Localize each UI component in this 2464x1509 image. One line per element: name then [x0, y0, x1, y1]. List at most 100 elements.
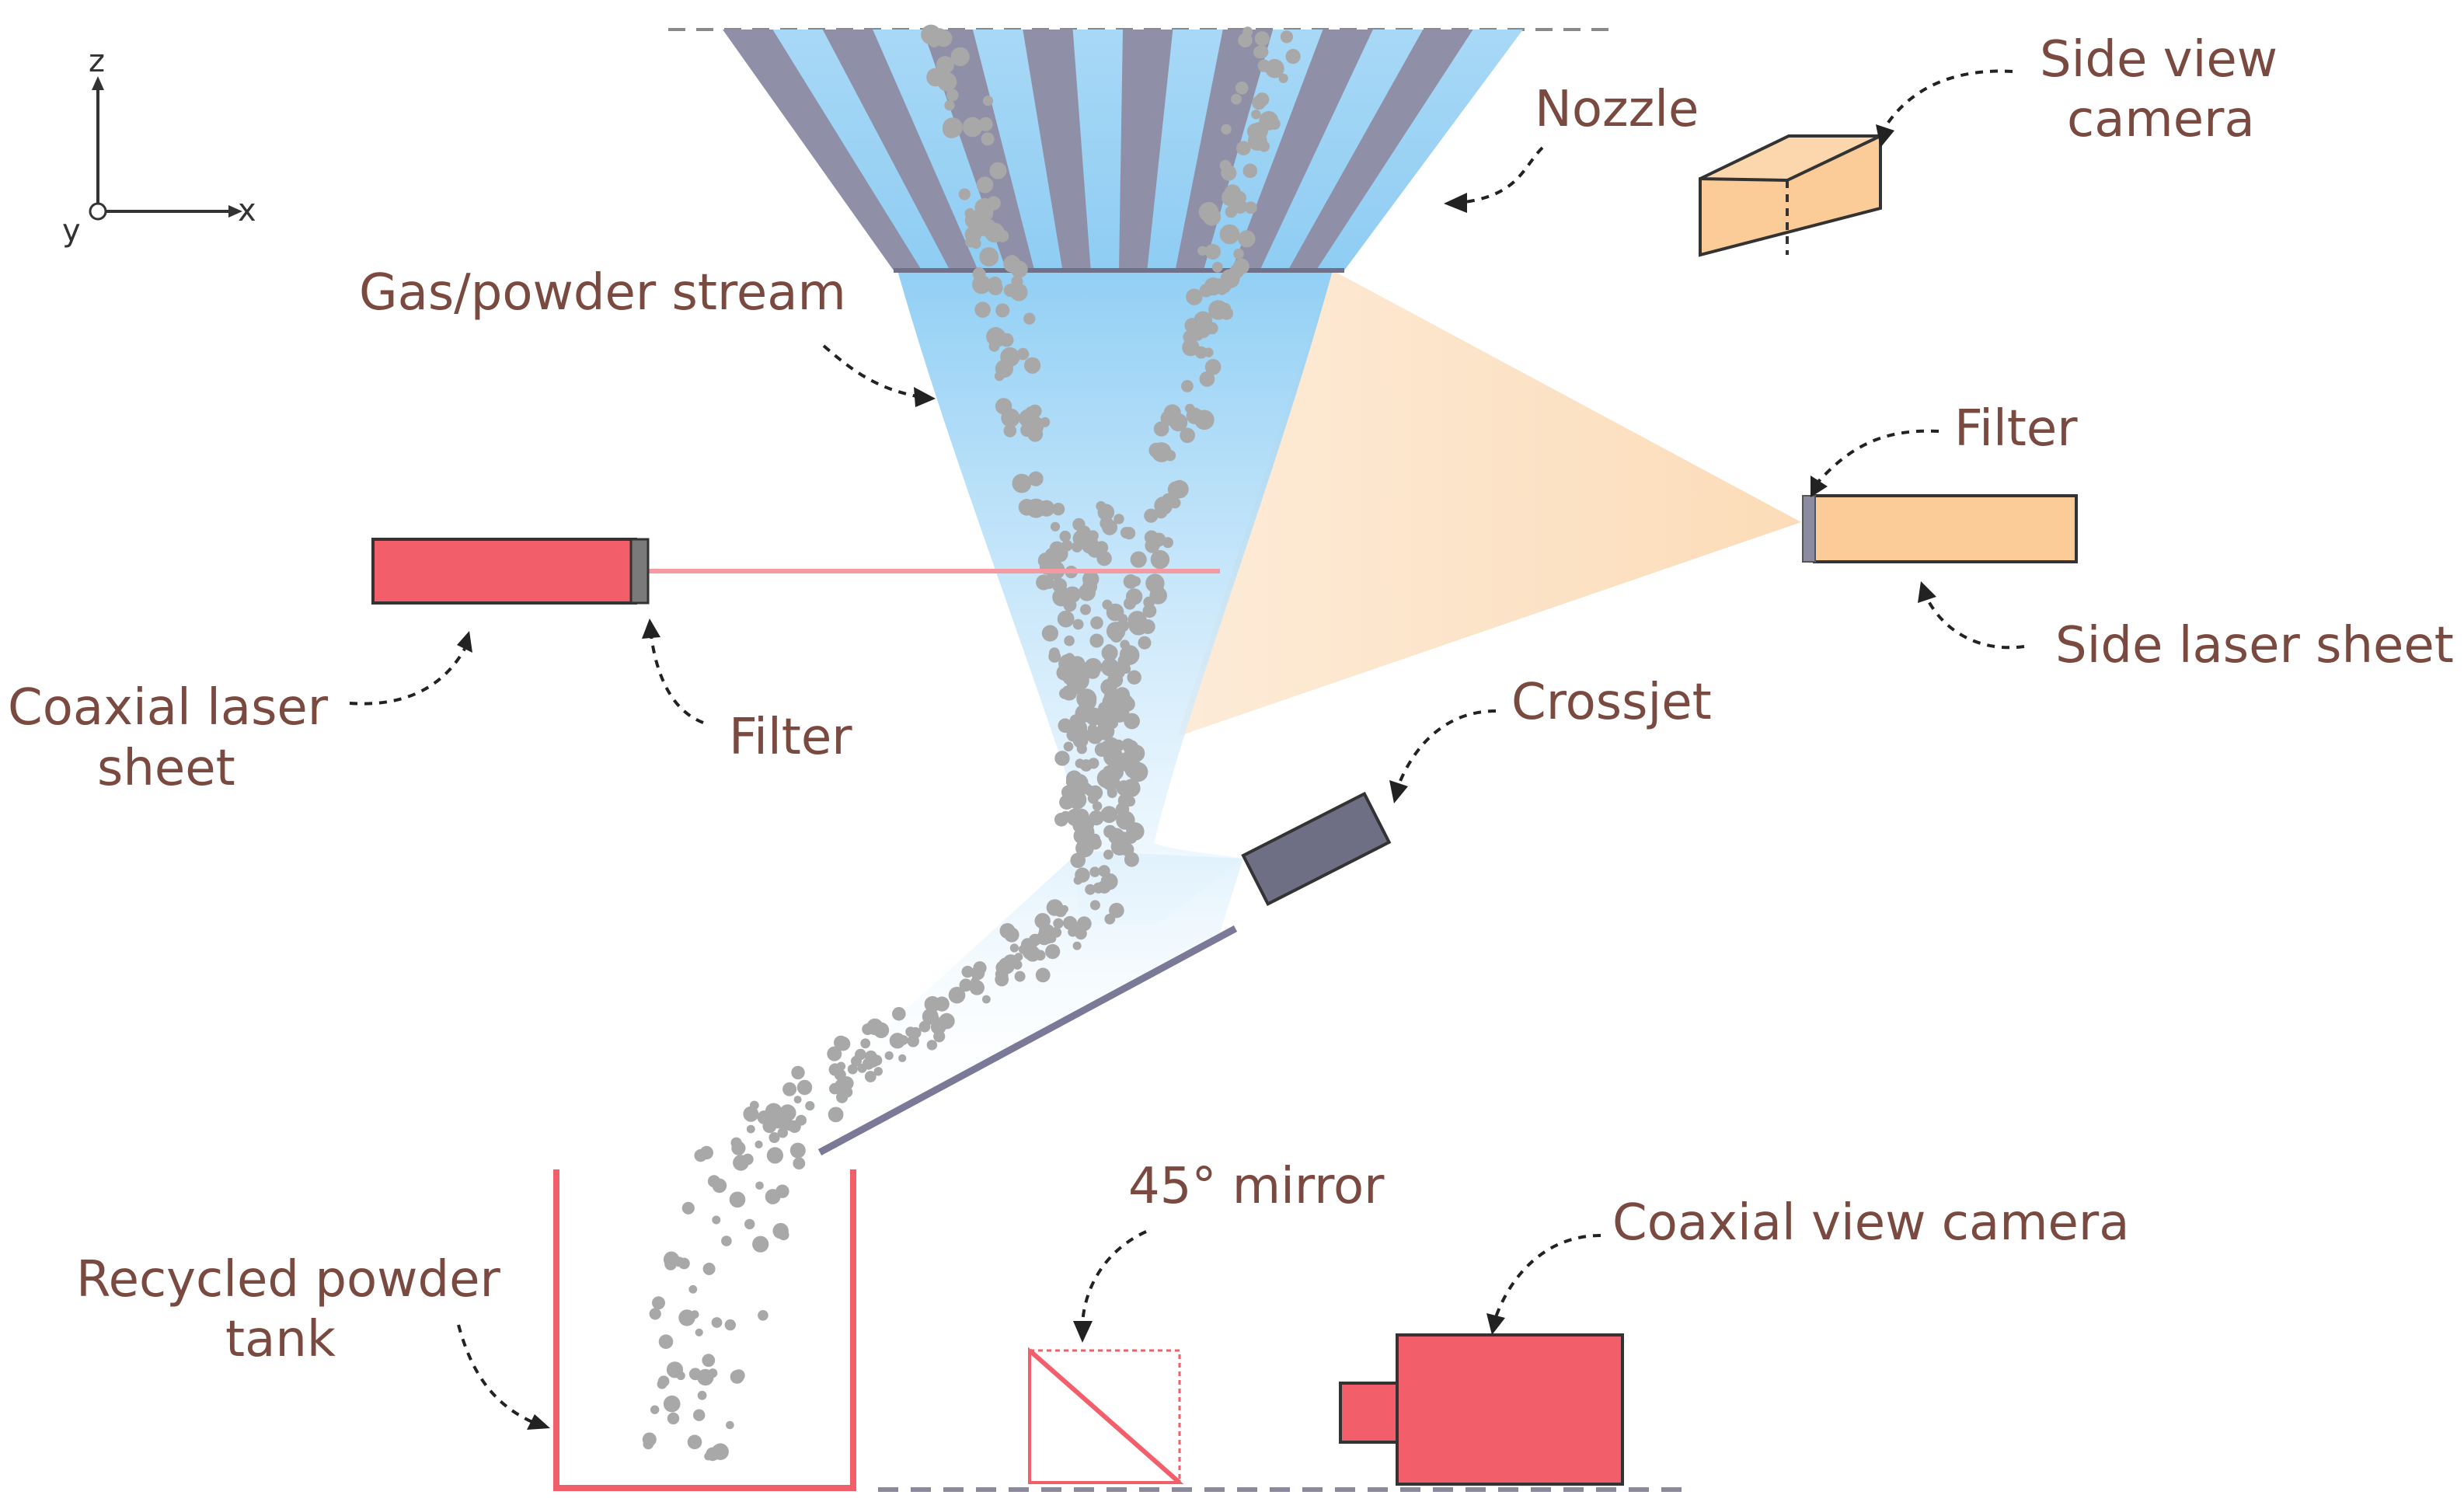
- powder-particle: [1024, 406, 1040, 422]
- powder-particle: [1051, 927, 1062, 938]
- powder-particle: [768, 1132, 780, 1143]
- nozzle-stripe: [1023, 30, 1091, 270]
- powder-particle: [1165, 450, 1176, 462]
- powder-particle: [730, 1137, 742, 1148]
- powder-particle: [1180, 427, 1195, 444]
- powder-particle: [1120, 842, 1134, 856]
- powder-particle: [937, 72, 957, 92]
- powder-particle: [1059, 530, 1072, 542]
- powder-particle: [666, 1361, 684, 1378]
- powder-particle: [1119, 645, 1140, 665]
- powder-particle: [1090, 616, 1103, 629]
- powder-particle: [1123, 574, 1138, 589]
- powder-particle: [1150, 549, 1170, 570]
- powder-particle: [1072, 518, 1086, 531]
- powder-particle: [793, 1157, 806, 1170]
- gas-powder-stream-label: Gas/powder stream: [359, 264, 846, 322]
- powder-particle: [1084, 657, 1103, 676]
- powder-particle: [828, 1106, 844, 1123]
- powder-particle: [1242, 26, 1253, 37]
- nozzle-stripes: [723, 30, 1473, 270]
- powder-particle: [752, 1235, 769, 1253]
- powder-particle: [1125, 588, 1143, 605]
- powder-particle: [1040, 416, 1051, 427]
- powder-particle: [777, 1127, 788, 1138]
- powder-particle: [978, 117, 993, 131]
- z-axis-label: z: [89, 44, 105, 79]
- powder-particle: [926, 1040, 938, 1051]
- coaxial-laser-sheet-label-line2: sheet: [97, 740, 235, 797]
- powder-particle: [729, 1191, 746, 1208]
- powder-particle: [1236, 141, 1251, 155]
- powder-particle: [697, 1390, 707, 1400]
- powder-particle: [1098, 865, 1110, 877]
- powder-particle: [989, 162, 1007, 179]
- powder-particle: [749, 1100, 759, 1110]
- powder-particle: [1148, 442, 1164, 458]
- recycled-powder-tank-label-line1: Recycled powder: [76, 1251, 500, 1309]
- powder-particle: [982, 96, 994, 106]
- powder-particle: [1075, 927, 1087, 940]
- crossjet-label: Crossjet: [1511, 674, 1712, 731]
- powder-particle: [724, 1319, 736, 1331]
- powder-particle: [766, 1147, 784, 1164]
- powder-particle: [998, 957, 1015, 974]
- powder-particle: [907, 1035, 919, 1047]
- powder-particle: [1016, 347, 1030, 361]
- powder-particle: [772, 1222, 789, 1239]
- powder-particle: [755, 1140, 763, 1148]
- powder-particle: [1074, 673, 1086, 685]
- powder-particle: [1257, 59, 1270, 72]
- powder-particle: [1110, 623, 1124, 636]
- powder-particle: [1098, 702, 1111, 715]
- powder-particle: [765, 1106, 776, 1117]
- powder-particle: [782, 1082, 797, 1096]
- powder-particle: [1014, 971, 1026, 982]
- powder-particle: [711, 1317, 723, 1328]
- powder-particle: [1242, 163, 1258, 179]
- powder-particle: [643, 1438, 654, 1450]
- powder-particle: [1064, 586, 1081, 603]
- powder-particle: [782, 1120, 791, 1130]
- powder-particle: [1061, 685, 1077, 701]
- powder-particle: [1089, 866, 1100, 877]
- powder-particle: [978, 200, 991, 212]
- powder-particle: [1104, 913, 1116, 925]
- powder-particle: [922, 1008, 939, 1025]
- recycled-powder-tank: [553, 1169, 856, 1491]
- filter-left-label: Filter: [729, 709, 852, 766]
- powder-particle: [1058, 653, 1079, 674]
- powder-particle: [974, 301, 991, 318]
- y-axis-label: y: [62, 213, 81, 249]
- powder-particle: [1092, 801, 1103, 811]
- powder-particle: [1123, 740, 1139, 755]
- powder-particle: [1082, 579, 1098, 594]
- powder-particle: [712, 1215, 721, 1225]
- powder-particle: [1144, 508, 1159, 523]
- powder-particle: [721, 1235, 732, 1246]
- powder-particle: [1205, 322, 1218, 335]
- powder-particle: [924, 995, 941, 1012]
- powder-particle: [690, 1310, 699, 1319]
- powder-particle: [667, 1412, 680, 1425]
- powder-particle: [982, 995, 991, 1004]
- powder-particle: [942, 117, 963, 138]
- crossjet: [1241, 791, 1392, 907]
- powder-particle: [972, 267, 986, 281]
- nozzle: [723, 30, 1523, 273]
- powder-particle: [1107, 788, 1117, 798]
- powder-particle: [758, 1310, 768, 1321]
- powder-particle: [864, 1071, 877, 1082]
- powder-particle: [1259, 110, 1279, 131]
- powder-particle: [663, 1395, 681, 1413]
- powder-particle: [950, 47, 970, 67]
- powder-particle: [1063, 741, 1074, 752]
- powder-particle: [996, 229, 1009, 242]
- powder-particle: [933, 1030, 946, 1043]
- powder-particle: [1023, 312, 1036, 325]
- powder-particle: [1076, 744, 1087, 754]
- powder-particle: [1100, 657, 1120, 677]
- powder-particle: [1182, 339, 1200, 357]
- powder-particle: [1084, 785, 1096, 796]
- powder-particle: [1044, 577, 1055, 589]
